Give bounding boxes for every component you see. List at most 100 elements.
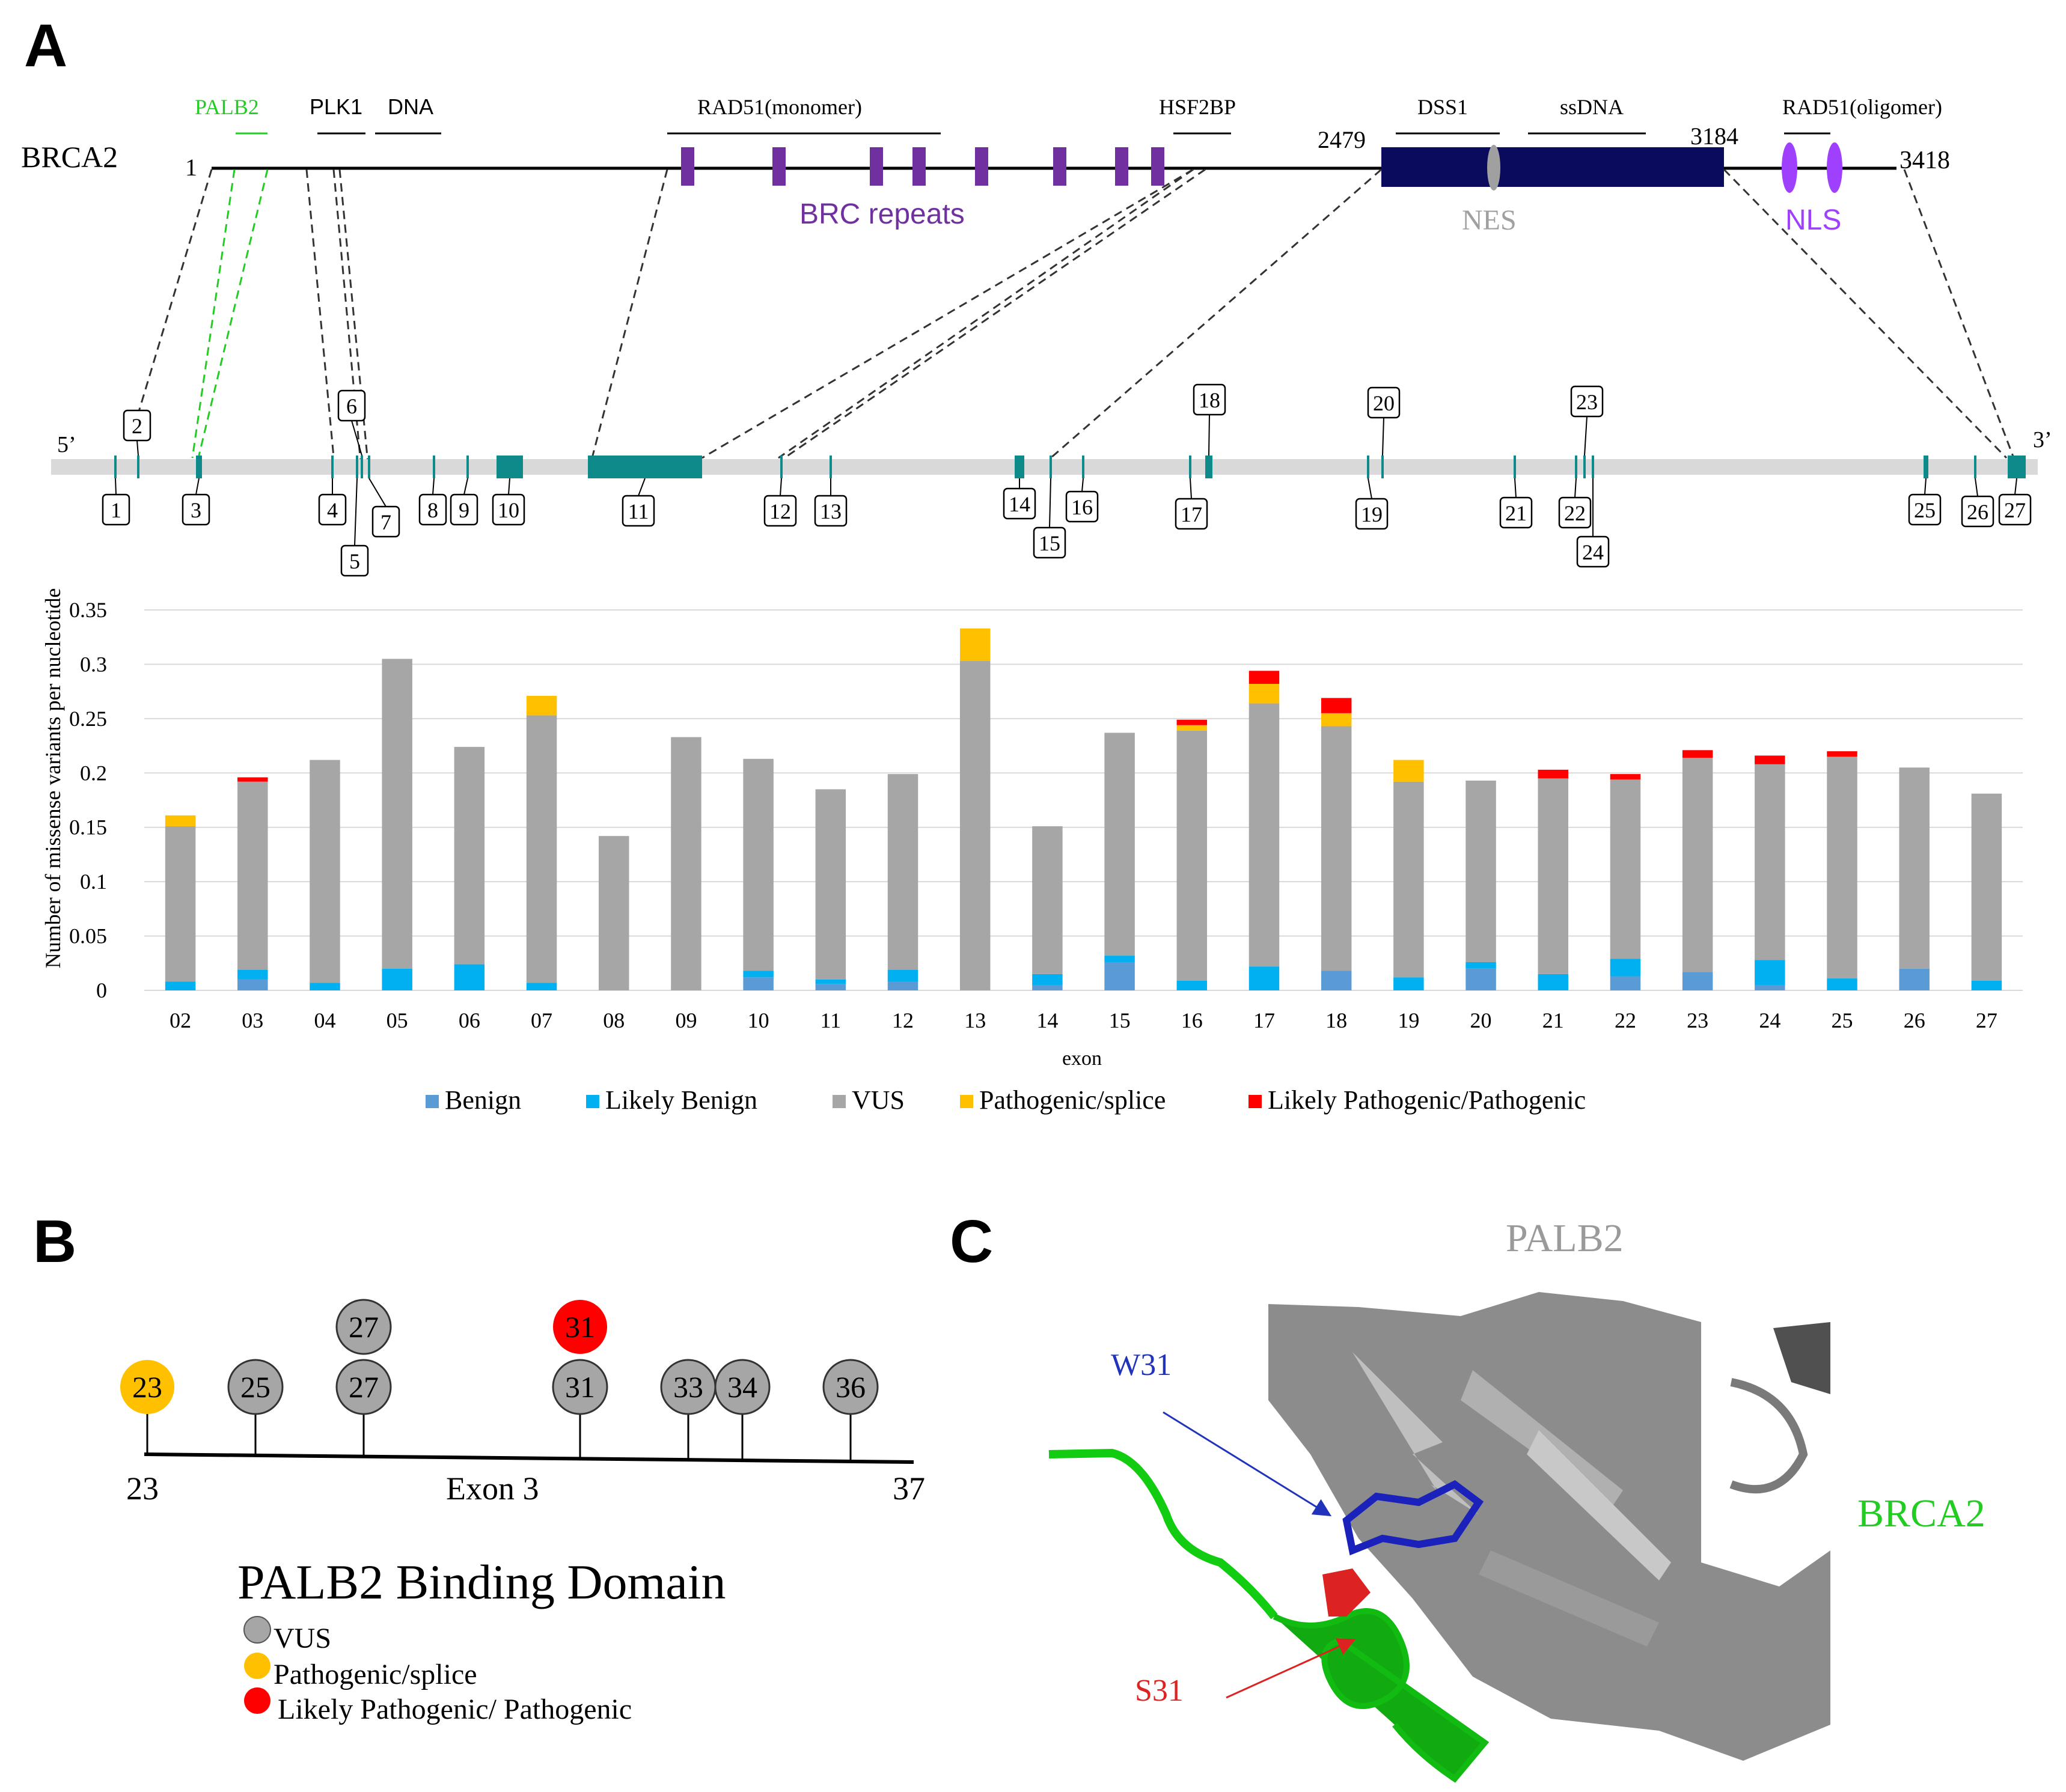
protein-structure-image bbox=[1048, 1292, 1830, 1783]
bar-segment bbox=[1610, 958, 1641, 977]
bar-segment bbox=[1321, 713, 1352, 727]
variant-vus bbox=[335, 1299, 392, 1355]
exon-connector bbox=[1049, 478, 1051, 528]
bar-segment bbox=[1827, 751, 1857, 757]
x-tick: 05 bbox=[387, 1008, 408, 1032]
exon-label: 3 bbox=[191, 498, 201, 522]
exon-label: 12 bbox=[769, 499, 791, 523]
y-tick-labels: 00.050.10.150.20.250.30.35 bbox=[69, 598, 107, 1002]
exon-12 bbox=[780, 456, 783, 478]
exon-label: 13 bbox=[820, 499, 842, 523]
brc-repeat bbox=[912, 147, 926, 186]
region-plk1: PLK1 bbox=[310, 94, 362, 119]
bar-segment bbox=[1610, 774, 1641, 780]
exon-3 bbox=[196, 456, 202, 478]
bar-segment bbox=[1755, 984, 1785, 990]
variant-label: 34 bbox=[727, 1370, 757, 1404]
bar-segment bbox=[1538, 974, 1568, 990]
panel-b-letter: B bbox=[33, 1208, 76, 1275]
x-tick: 14 bbox=[1036, 1008, 1058, 1032]
panel-b-axis-label: Exon 3 bbox=[446, 1470, 539, 1507]
bar-segment bbox=[1610, 976, 1641, 990]
x-tick: 19 bbox=[1398, 1008, 1419, 1032]
bar-segment bbox=[454, 964, 485, 990]
exon-connector bbox=[1382, 417, 1384, 456]
bar-segment bbox=[887, 981, 918, 990]
bar-segment bbox=[1176, 980, 1208, 990]
bar-segment bbox=[1755, 755, 1785, 764]
bar-segment bbox=[671, 737, 701, 990]
bar-segment bbox=[815, 984, 846, 990]
variant-vus bbox=[714, 1359, 771, 1415]
bar-segment bbox=[1827, 978, 1857, 990]
exon-16 bbox=[1082, 456, 1084, 478]
exon-18 bbox=[1205, 456, 1212, 478]
panel-c-letter: C bbox=[950, 1208, 993, 1275]
chart-bars bbox=[165, 628, 2002, 990]
nls-marker bbox=[1782, 142, 1797, 193]
w31-residue bbox=[1342, 1480, 1484, 1556]
exon-connector bbox=[136, 440, 139, 456]
region-dna: DNA bbox=[388, 94, 433, 119]
gene-track bbox=[51, 459, 2038, 475]
panel-b-legend-pathogenic: Pathogenic/splice bbox=[274, 1659, 477, 1690]
variant-vus bbox=[335, 1359, 392, 1415]
bar-segment bbox=[454, 746, 485, 965]
exon-connector bbox=[354, 478, 358, 546]
variant-vus bbox=[227, 1359, 284, 1415]
exon-label: 1 bbox=[111, 498, 121, 522]
bar-segment bbox=[743, 971, 774, 978]
legend-likely-pathogenic-dot bbox=[244, 1687, 270, 1714]
exon-connector bbox=[115, 478, 117, 495]
exon-label: 25 bbox=[1914, 498, 1936, 522]
legend-pathogenic-dot bbox=[244, 1653, 270, 1679]
x-tick: 15 bbox=[1109, 1008, 1131, 1032]
brc-repeat bbox=[1115, 147, 1128, 186]
exon-17 bbox=[1189, 456, 1191, 478]
bar-segment bbox=[165, 826, 196, 982]
palb2-loop bbox=[1729, 1378, 1808, 1494]
bar-segment bbox=[237, 781, 268, 970]
exon-label: 20 bbox=[1373, 391, 1395, 415]
region-ssdna: ssDNA bbox=[1560, 95, 1624, 119]
bar-segment bbox=[1176, 719, 1208, 725]
exon-label: 6 bbox=[346, 394, 357, 418]
bar-segment bbox=[1465, 780, 1496, 962]
variant-likely_pathogenic bbox=[553, 1300, 607, 1354]
exon-label: 23 bbox=[1576, 390, 1598, 414]
bar-segment bbox=[1248, 966, 1280, 990]
bar-segment bbox=[1755, 764, 1785, 960]
exon-27 bbox=[2008, 456, 2026, 478]
bar-segment bbox=[165, 815, 196, 826]
exon-4 bbox=[331, 456, 334, 478]
domain-end: 3184 bbox=[1690, 123, 1738, 150]
region-hsf2bp: HSF2BP bbox=[1159, 95, 1236, 119]
exon-24 bbox=[1592, 456, 1594, 478]
variant-label: 25 bbox=[240, 1370, 270, 1404]
exon-13 bbox=[830, 456, 832, 478]
exon-connector bbox=[1584, 416, 1588, 456]
exon-label: 15 bbox=[1039, 531, 1060, 555]
exon-10 bbox=[497, 456, 523, 478]
legend-label: Likely Benign bbox=[605, 1085, 757, 1115]
exon-connector bbox=[780, 478, 782, 496]
x-tick: 20 bbox=[1470, 1008, 1492, 1032]
y-tick: 0.05 bbox=[69, 924, 107, 948]
palb2-sheet bbox=[1352, 1352, 1479, 1514]
x-tick: 16 bbox=[1181, 1008, 1203, 1032]
bar-segment bbox=[310, 983, 340, 990]
exon-14 bbox=[1015, 456, 1024, 478]
exon-11 bbox=[588, 456, 702, 478]
w31-arrow bbox=[1163, 1411, 1332, 1517]
palb2-structure-label: PALB2 bbox=[1506, 1216, 1624, 1260]
x-tick: 08 bbox=[603, 1008, 625, 1032]
exon-19 bbox=[1367, 456, 1369, 478]
exon-15 bbox=[1050, 456, 1052, 478]
bar-segment bbox=[310, 760, 340, 983]
x-tick: 07 bbox=[531, 1008, 552, 1032]
panel-b-axis bbox=[144, 1452, 914, 1464]
x-axis-label: exon bbox=[1062, 1047, 1102, 1070]
exon-label: 16 bbox=[1071, 495, 1093, 519]
bar-segment bbox=[1393, 977, 1424, 990]
